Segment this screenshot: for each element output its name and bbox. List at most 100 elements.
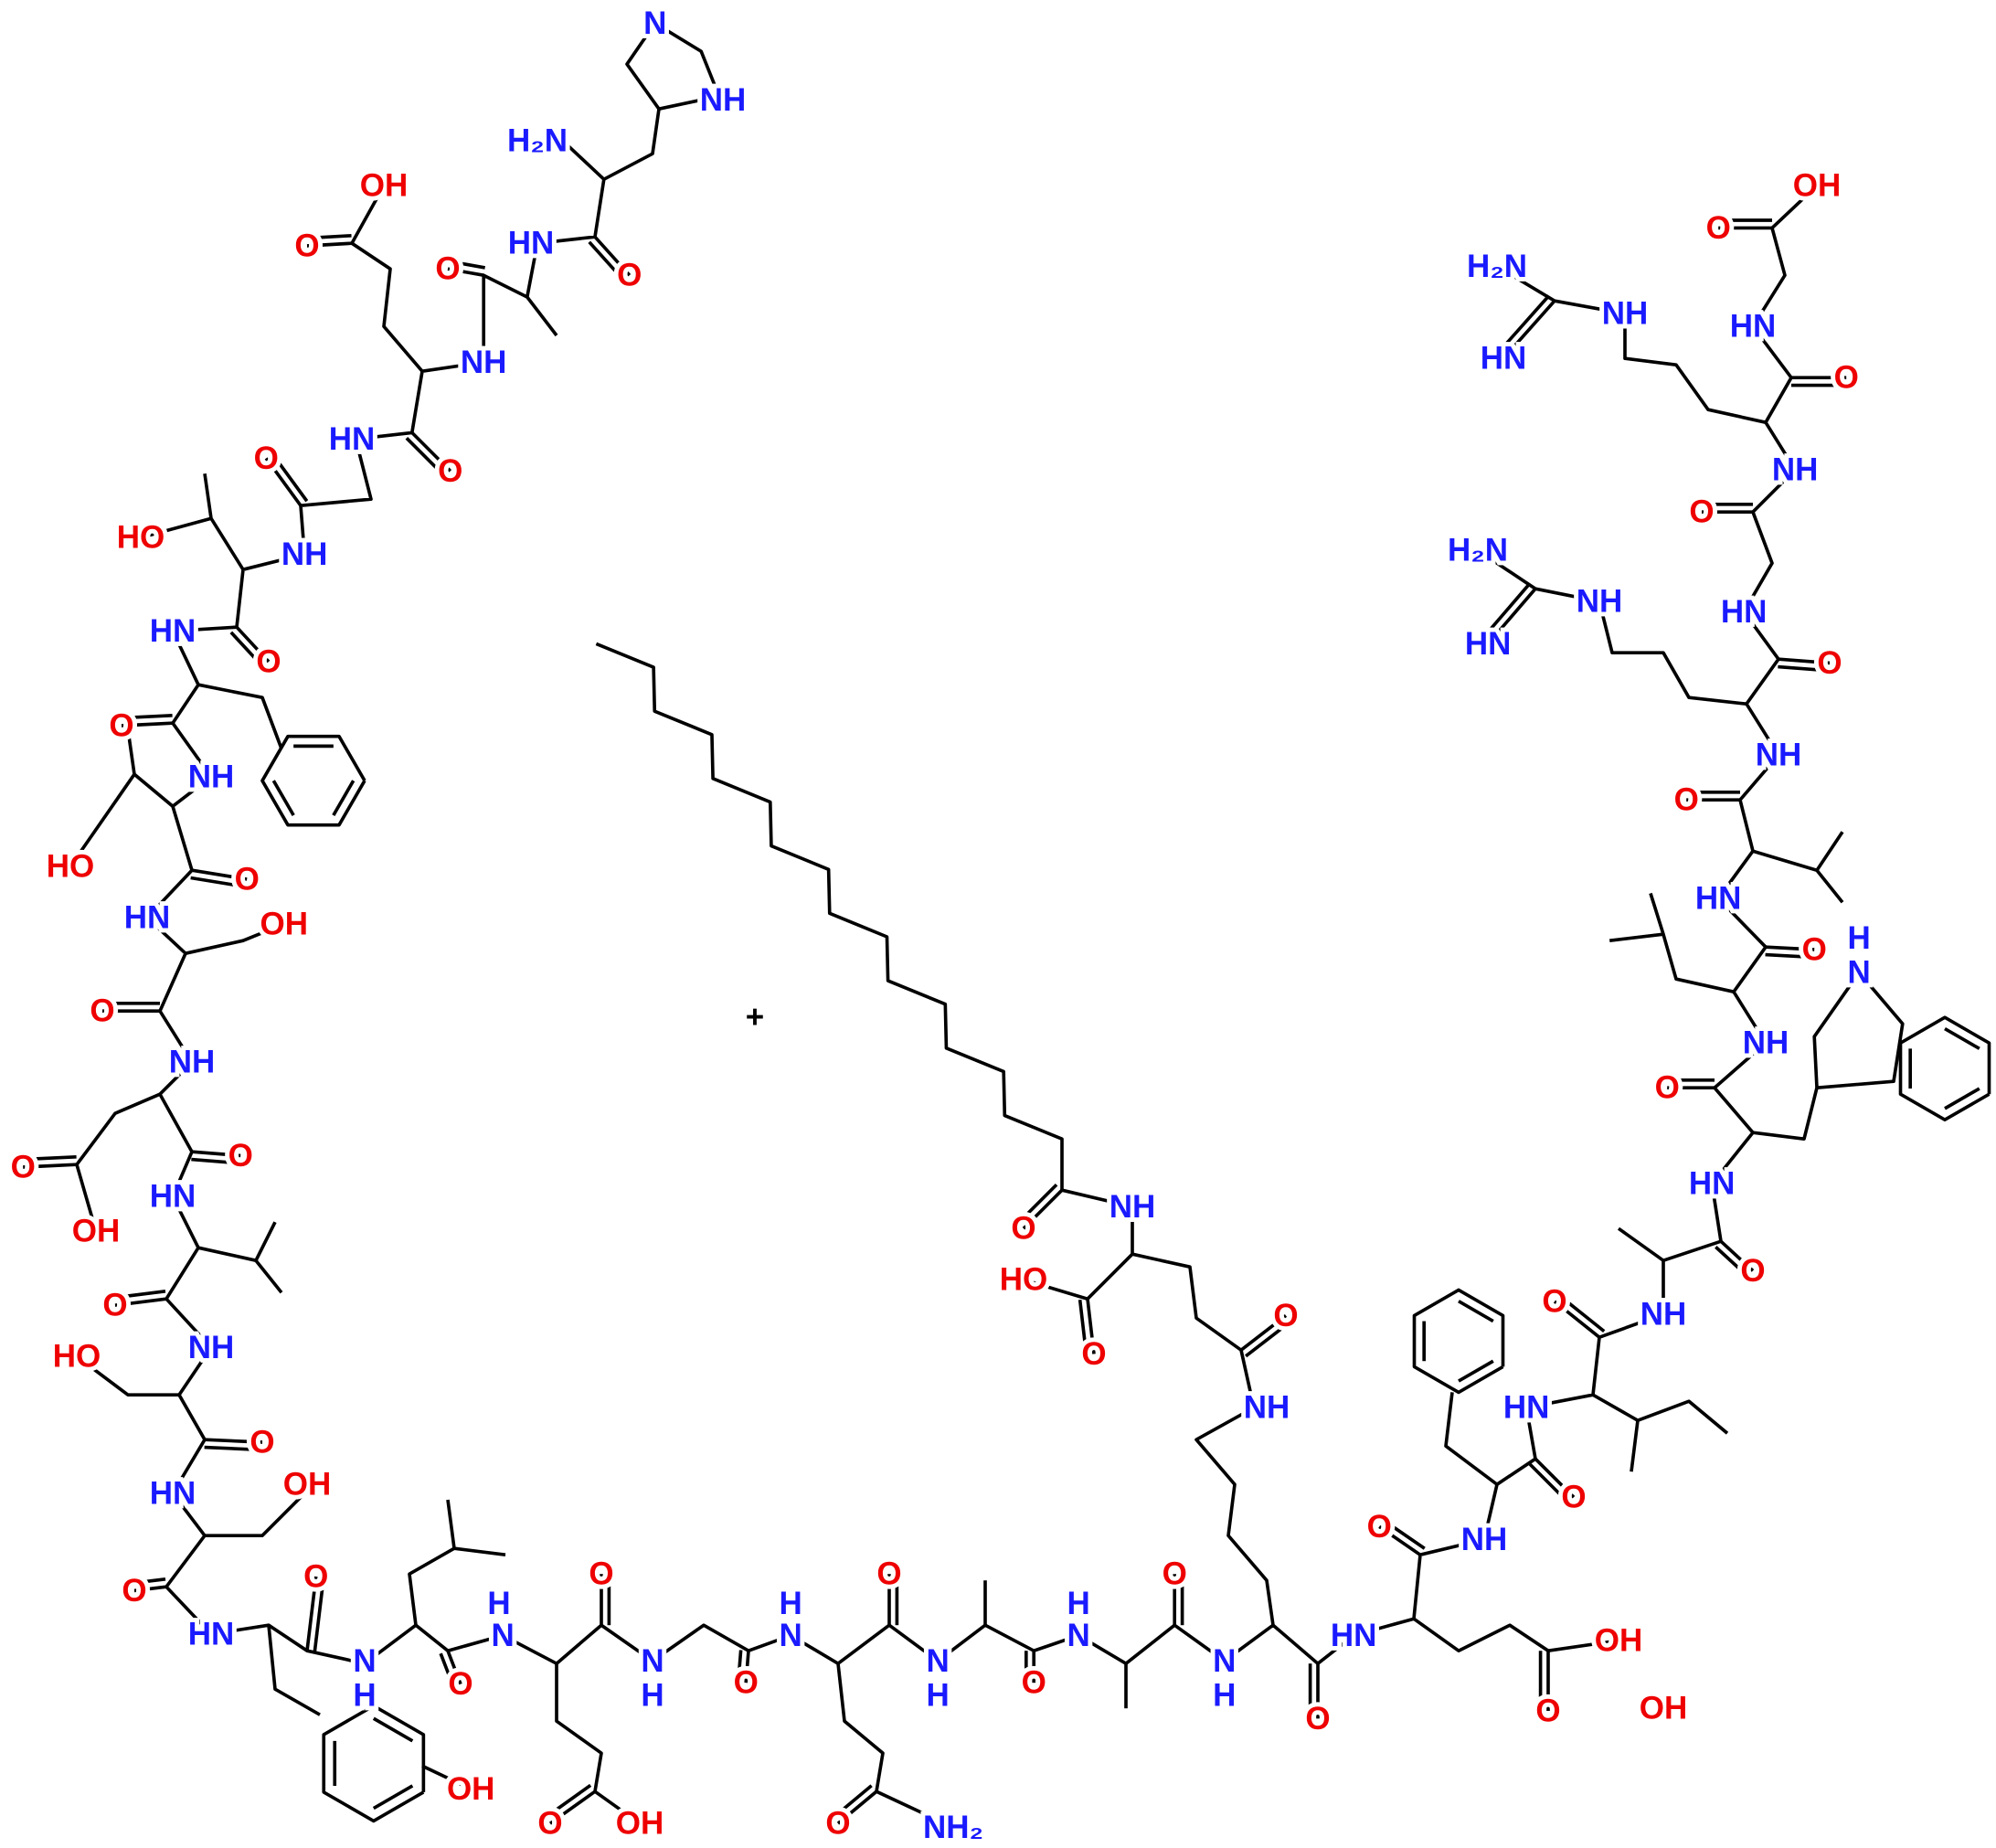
oxygen-atom-label: O [90,993,114,1029]
oxygen-atom-label: O [102,1288,127,1323]
oxygen-atom-label: O [1689,494,1714,530]
plus-sign: + [746,1000,764,1036]
nitrogen-atom-label: N [1213,1643,1236,1679]
oxygen-atom-label: O [1163,1556,1187,1592]
double-bond [1778,657,1831,665]
nitrogen-atom-label: H [353,1678,376,1714]
oxygen-atom-label: O [109,708,133,744]
oxygen-atom-label: O [294,228,319,264]
nitrogen-atom-label: HN [150,1179,196,1215]
double-bond [405,437,447,478]
nitrogen-atom-label: N [353,1643,376,1679]
double-bond [306,241,353,248]
double-bond [1086,1298,1096,1354]
double-bond [1016,1183,1058,1225]
double-bond [1719,1239,1755,1272]
double-bond [1481,582,1532,641]
double-bond [593,235,632,277]
side-chain-bond [185,922,285,955]
double-bond [1502,299,1556,360]
nitrogen-atom-label: HN [1481,341,1527,377]
double-bond [1378,1524,1422,1556]
bond-layer [22,21,1991,1830]
oxygen-atom-label: O [1817,645,1842,681]
nitrogen-atom-label: NH [1756,738,1802,773]
double-bond [1558,1294,1606,1333]
double-bond [1486,588,1537,645]
double-bond [113,1290,166,1300]
nitrogen-atom-label: N [643,5,666,41]
double-bond [1245,1320,1292,1358]
fatty-acid-chain [595,642,1064,1191]
double-bond [1715,1246,1749,1278]
double-bond [1553,1300,1601,1339]
double-bond [545,1783,592,1819]
side-chain-bond [197,1221,277,1263]
nitrogen-atom-label: NH [1461,1522,1508,1557]
nitrogen-atom-label: H [1213,1678,1236,1714]
nitrogen-atom-label: H [487,1586,510,1621]
double-bond [313,1577,325,1652]
double-bond [1496,294,1551,355]
oxygen-atom-label: OH [283,1467,332,1503]
nitrogen-atom-label: NH [1244,1390,1290,1426]
oxygen-atom-label: O [448,1666,472,1702]
oxygen-atom-label: O [438,453,462,489]
side-chain-bond [1815,831,1844,872]
nitrogen-atom-label: HN [329,421,376,457]
side-chain-bond [602,108,661,181]
side-chain-bond [526,295,558,337]
oxygen-atom-label: O [825,1806,850,1842]
nitrogen-atom-label: H [1848,920,1871,956]
aromatic-bond [332,780,356,816]
double-bond [1382,1518,1426,1550]
nitrogen-atom-label: HN [1721,594,1768,630]
double-bond [737,1650,743,1683]
nitrogen-atom-label: NH₂ [923,1810,983,1845]
benzene-ring [1898,1015,1991,1122]
aromatic-bond [1458,1300,1494,1323]
double-bond [588,240,625,282]
oxygen-atom-label: O [1740,1253,1765,1289]
nitrogen-atom-label: HN [188,1617,235,1652]
side-chain-bond [254,1259,283,1294]
nitrogen-atom-label: NH [700,82,747,118]
side-chain-bond [1630,1419,1640,1472]
double-bond [1778,664,1830,673]
oxygen-atom-label: O [1834,360,1859,396]
double-bond [23,1163,78,1169]
nitrogen-atom-label: NH [1577,584,1623,620]
oxygen-atom-label: O [734,1665,759,1701]
nitrogen-atom-label: NH [169,1045,216,1080]
nitrogen-atom-label: NH [281,536,328,572]
double-bond [264,457,303,507]
aromatic-bond [1458,1359,1494,1383]
oxygen-atom-label: HO [53,1339,101,1375]
side-chain-bond [140,516,212,539]
double-bond [235,625,271,664]
double-bond [191,1150,241,1158]
oxygen-atom-label: OH [360,168,409,204]
double-bond [1528,1462,1570,1504]
oxygen-atom-label: OH [1640,1691,1688,1726]
double-bond [305,1576,318,1652]
nitrogen-atom-label: N [1848,955,1871,991]
nitrogen-atom-label: HN [150,1476,196,1512]
nitrogen-atom-label: H [641,1678,664,1714]
oxygen-atom-label: O [303,1559,328,1595]
oxygen-atom-label: O [1367,1509,1392,1545]
double-bond [548,1790,597,1825]
side-chain-bond [267,1625,321,1716]
oxygen-atom-label: OH [1595,1623,1643,1659]
nitrogen-atom-label: N [780,1618,802,1653]
side-chain-bond [1617,1227,1665,1262]
oxygen-atom-label: OH [616,1806,664,1842]
nitrogen-atom-label: N [1067,1618,1090,1653]
oxygen-atom-label: HO [117,520,165,556]
benzene-ring [260,734,366,827]
oxygen-atom-label: O [1081,1336,1106,1372]
nitrogen-atom-label: H₂N [1467,249,1527,284]
aromatic-bond [1944,1087,1980,1110]
oxygen-atom-label: O [1561,1480,1586,1515]
